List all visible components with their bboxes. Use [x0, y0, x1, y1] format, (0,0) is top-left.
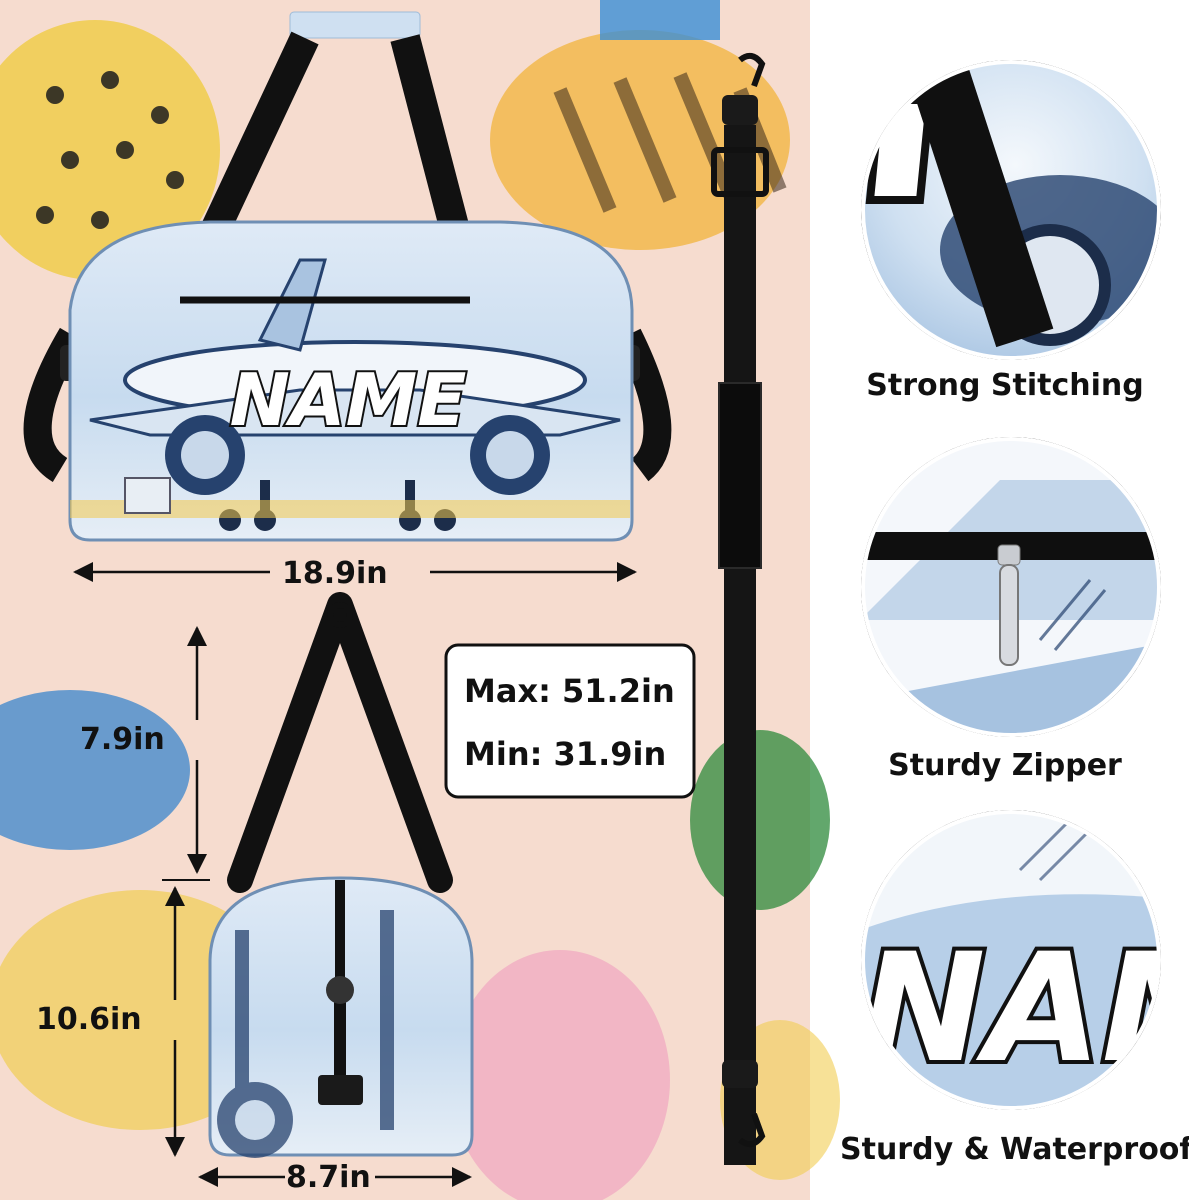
strap-band [724, 125, 756, 1165]
closeup-waterproof: NAM [861, 810, 1161, 1110]
zipper-pull-icon [999, 564, 1019, 666]
strap-min-label: Min: 31.9in [464, 735, 667, 773]
pink-blob [450, 950, 670, 1200]
bag-front-view: NAME [23, 11, 672, 542]
handle-grip [289, 11, 421, 39]
handle-drop-label: 7.9in [80, 722, 165, 757]
strap-buckle [318, 1075, 363, 1105]
blue-blob [0, 690, 190, 850]
feature-label-stitching: Strong Stitching [866, 368, 1144, 403]
side-handle [227, 592, 453, 893]
stitched-handle [906, 62, 1054, 348]
width-label: 18.9in [282, 556, 388, 591]
feature-label-zipper: Sturdy Zipper [888, 748, 1122, 783]
strap-hook-top [738, 52, 766, 88]
green-blob [690, 730, 830, 910]
shoulder-strap [711, 52, 769, 1165]
bag-side-view [208, 592, 474, 1158]
custom-name-print: NAME [230, 358, 467, 442]
depth-label: 8.7in [286, 1160, 371, 1195]
strap-length-box [444, 643, 696, 799]
yellow-blob [0, 20, 220, 280]
shoulder-pad [718, 382, 762, 569]
feature-label-waterproof: Sturdy & Waterproof [840, 1132, 1189, 1167]
strap-max-label: Max: 51.2in [464, 672, 675, 710]
closeup-stitching [861, 60, 1161, 360]
airplane-illustration [70, 258, 630, 531]
closeup-zipper [861, 437, 1161, 737]
height-label: 10.6in [36, 1002, 142, 1037]
strap-hook-bottom [738, 1112, 766, 1148]
